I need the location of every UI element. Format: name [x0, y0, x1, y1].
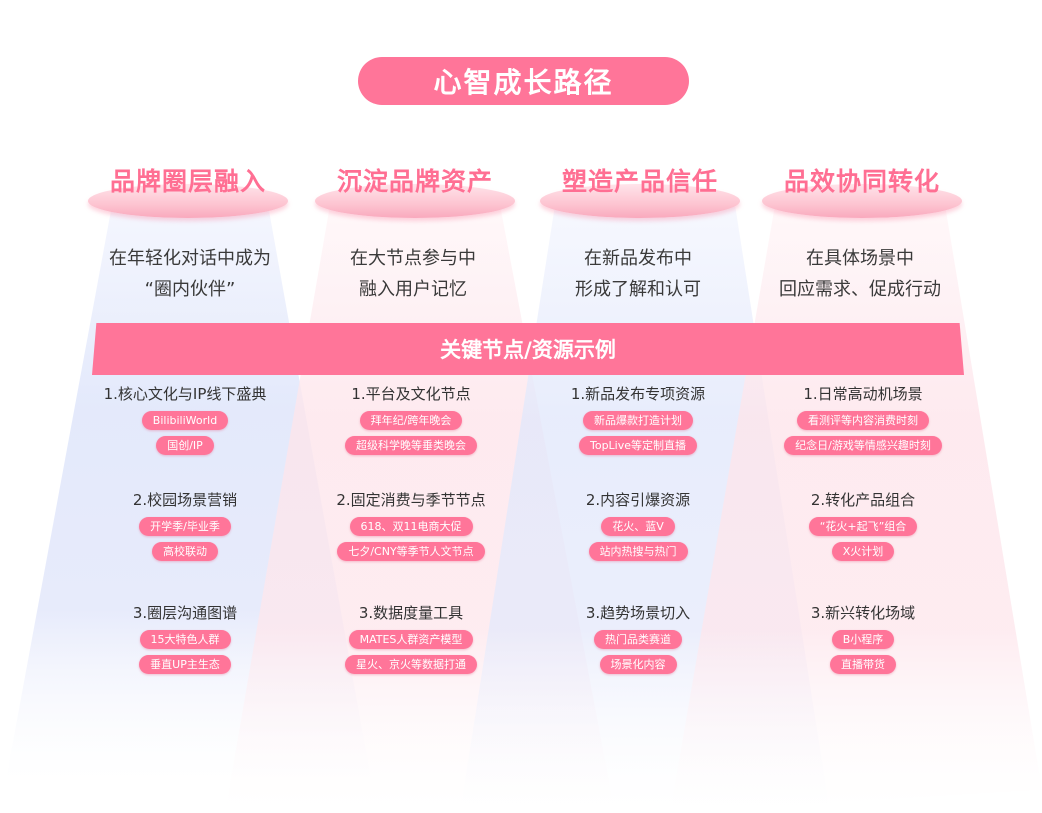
group-title: 1.平台及文化节点 — [351, 385, 471, 403]
resource-tag: MATES人群资产模型 — [348, 630, 474, 649]
resource-group: 1.平台及文化节点 拜年纪/跨年晚会 超级科学晚等垂类晚会 — [296, 383, 526, 455]
stage-2-desc-line-1: 在大节点参与中 — [350, 248, 476, 269]
stage-2-platform — [315, 184, 515, 218]
stage-3-description: 在新品发布中 形成了解和认可 — [538, 243, 738, 305]
resource-group: 3.趋势场景切入 热门品类赛道 场景化内容 — [523, 602, 753, 674]
stage-1-description: 在年轻化对话中成为 “圈内伙伴” — [90, 243, 290, 305]
resource-tag: 15大特色人群 — [139, 630, 231, 649]
group-title: 1.新品发布专项资源 — [570, 385, 706, 403]
group-title: 1.日常高动机场景 — [803, 385, 923, 403]
resource-group: 2.转化产品组合 “花火+起飞”组合 X火计划 — [748, 489, 978, 561]
resource-tag: 花火、蓝V — [601, 517, 675, 536]
resource-tag: 超级科学晚等垂类晚会 — [345, 436, 477, 455]
stage-3-header: 塑造产品信任 — [530, 160, 740, 220]
stage-3-desc-line-2: 形成了解和认可 — [575, 279, 701, 300]
group-title: 2.固定消费与季节节点 — [336, 491, 486, 509]
resource-tag: 直播带货 — [830, 655, 896, 674]
resource-tag: TopLive等定制直播 — [578, 436, 698, 455]
group-title: 2.校园场景营销 — [132, 491, 238, 509]
resource-tag: 国创/IP — [156, 436, 214, 455]
resource-tag: 星火、京火等数据打通 — [345, 655, 477, 674]
resource-group: 3.圈层沟通图谱 15大特色人群 垂直UP主生态 — [70, 602, 300, 674]
stage-2-title: 沉淀品牌资产 — [336, 167, 493, 196]
resource-tag: 热门品类赛道 — [594, 630, 682, 649]
resource-tag: 场景化内容 — [599, 655, 677, 674]
resource-tag: “花火+起飞”组合 — [808, 517, 918, 536]
group-title: 3.趋势场景切入 — [585, 604, 691, 622]
resource-tag: 新品爆款打造计划 — [583, 411, 693, 430]
stage-1-platform — [88, 184, 288, 218]
page-title: 心智成长路径 — [358, 57, 689, 105]
resource-tag: 高校联动 — [152, 542, 218, 561]
stage-3-desc-line-1: 在新品发布中 — [584, 248, 692, 269]
resource-tag: 看测评等内容消费时刻 — [797, 411, 929, 430]
resource-group: 2.内容引爆资源 花火、蓝V 站内热搜与热门 — [523, 489, 753, 561]
resource-group: 1.新品发布专项资源 新品爆款打造计划 TopLive等定制直播 — [523, 383, 753, 455]
resource-tag: 站内热搜与热门 — [588, 542, 688, 561]
resource-tag: 618、双11电商大促 — [349, 517, 473, 536]
resource-group: 1.核心文化与IP线下盛典 BilibiliWorld 国创/IP — [70, 383, 300, 455]
stage-2-header: 沉淀品牌资产 — [305, 160, 515, 220]
resource-tag: X火计划 — [831, 542, 895, 561]
stage-4-platform — [762, 184, 962, 218]
stage-4-header: 品效协同转化 — [752, 160, 962, 220]
resource-tag: 拜年纪/跨年晚会 — [359, 411, 463, 430]
group-title: 2.转化产品组合 — [810, 491, 916, 509]
stage-3-title: 塑造产品信任 — [561, 167, 718, 196]
resource-tag: 开学季/毕业季 — [139, 517, 231, 536]
stage-1-desc-line-2: “圈内伙伴” — [144, 279, 236, 300]
stage-2-desc-line-2: 融入用户记忆 — [359, 279, 467, 300]
stage-3-platform — [540, 184, 740, 218]
resource-tag: BilibiliWorld — [141, 411, 229, 430]
stage-1-desc-line-1: 在年轻化对话中成为 — [109, 248, 271, 269]
resource-tag: 纪念日/游戏等情感兴趣时刻 — [784, 436, 942, 455]
group-title: 3.新兴转化场域 — [810, 604, 916, 622]
stage-1-title: 品牌圈层融入 — [109, 167, 266, 196]
group-title: 3.圈层沟通图谱 — [132, 604, 238, 622]
stage-4-title: 品效协同转化 — [783, 167, 940, 196]
resource-group: 2.固定消费与季节节点 618、双11电商大促 七夕/CNY等季节人文节点 — [296, 489, 526, 561]
group-title: 2.内容引爆资源 — [585, 491, 691, 509]
resource-tag: B小程序 — [831, 630, 895, 649]
stage-4-desc-line-1: 在具体场景中 — [806, 248, 914, 269]
group-title: 1.核心文化与IP线下盛典 — [103, 385, 267, 403]
stage-2-description: 在大节点参与中 融入用户记忆 — [313, 243, 513, 305]
stage-4-desc-line-2: 回应需求、促成行动 — [779, 279, 941, 300]
resource-tag: 垂直UP主生态 — [139, 655, 231, 674]
stage-4-description: 在具体场景中 回应需求、促成行动 — [760, 243, 960, 305]
key-resources-banner: 关键节点/资源示例 — [92, 323, 964, 375]
resource-group: 3.新兴转化场域 B小程序 直播带货 — [748, 602, 978, 674]
resource-group: 2.校园场景营销 开学季/毕业季 高校联动 — [70, 489, 300, 561]
resource-group: 3.数据度量工具 MATES人群资产模型 星火、京火等数据打通 — [296, 602, 526, 674]
resource-group: 1.日常高动机场景 看测评等内容消费时刻 纪念日/游戏等情感兴趣时刻 — [748, 383, 978, 455]
stage-1-header: 品牌圈层融入 — [78, 160, 288, 220]
group-title: 3.数据度量工具 — [358, 604, 464, 622]
resource-tag: 七夕/CNY等季节人文节点 — [337, 542, 485, 561]
